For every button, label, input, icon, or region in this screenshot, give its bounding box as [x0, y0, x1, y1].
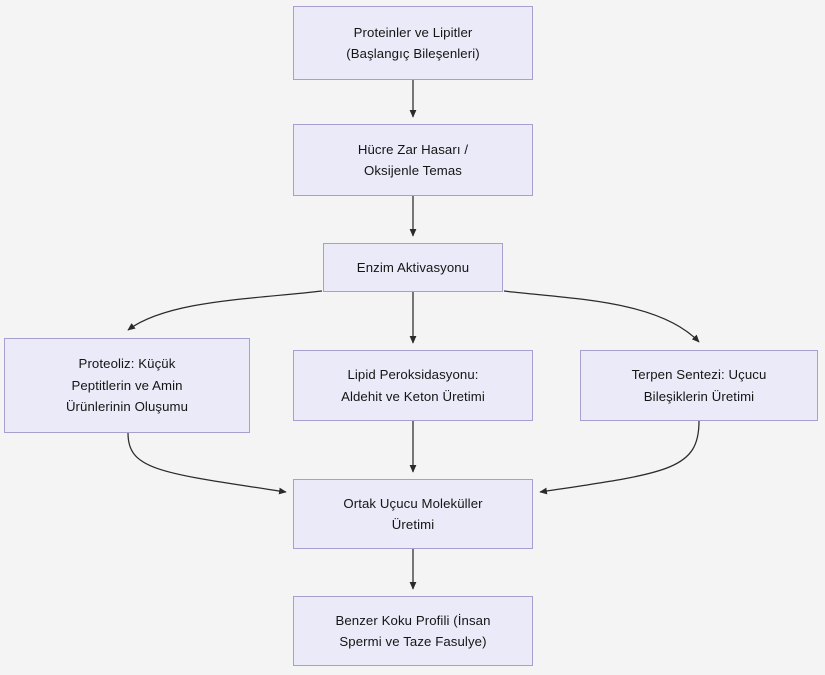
node-lipid-peroksidasyonu[interactable]: Lipid Peroksidasyonu: Aldehit ve Keton Ür… — [293, 350, 533, 421]
edge-enzyme-to-terpen — [503, 290, 700, 343]
node-label-line: Ürünlerinin Oluşumu — [65, 399, 189, 415]
node-label-line: Ortak Uçucu Moleküller — [343, 495, 483, 511]
node-label-line: Proteinler ve Lipitler — [353, 24, 473, 40]
node-hucre-zar-hasari[interactable]: Hücre Zar Hasarı / Oksijenle Temas — [293, 124, 533, 196]
edge-enzyme-to-proteoliz — [127, 290, 323, 331]
node-label-line: Peptitlerin ve Amin — [71, 377, 183, 393]
node-label-line: Terpen Sentezi: Uçucu — [631, 367, 767, 383]
node-label-line: (Başlangıç Bileşenleri) — [346, 46, 480, 61]
node-label-line: Hücre Zar Hasarı / — [357, 141, 469, 157]
node-label-line: Enzim Aktivasyonu — [356, 259, 470, 275]
node-label-line: Oksijenle Temas — [363, 163, 462, 178]
node-label-line: Lipid Peroksidasyonu: — [347, 367, 479, 383]
node-enzim-aktivasyonu[interactable]: Enzim Aktivasyonu — [323, 243, 503, 292]
node-label-line: Aldehit ve Keton Üretimi — [341, 388, 485, 404]
node-label-line: Bileşiklerin Üretimi — [643, 388, 755, 404]
node-proteinler-ve-lipitler[interactable]: Proteinler ve Lipitler (Başlangıç Bileşen… — [293, 6, 533, 80]
edge-proteoliz-to-ortak — [127, 432, 287, 495]
node-label-line: Benzer Koku Profili (İnsan — [335, 612, 491, 628]
node-label-line: Üretimi — [391, 517, 435, 532]
node-label-line: Proteoliz: Küçük — [78, 356, 176, 372]
edge-terpen-to-ortak — [539, 420, 700, 495]
node-label-line: Spermi ve Taze Fasulye) — [339, 634, 487, 649]
